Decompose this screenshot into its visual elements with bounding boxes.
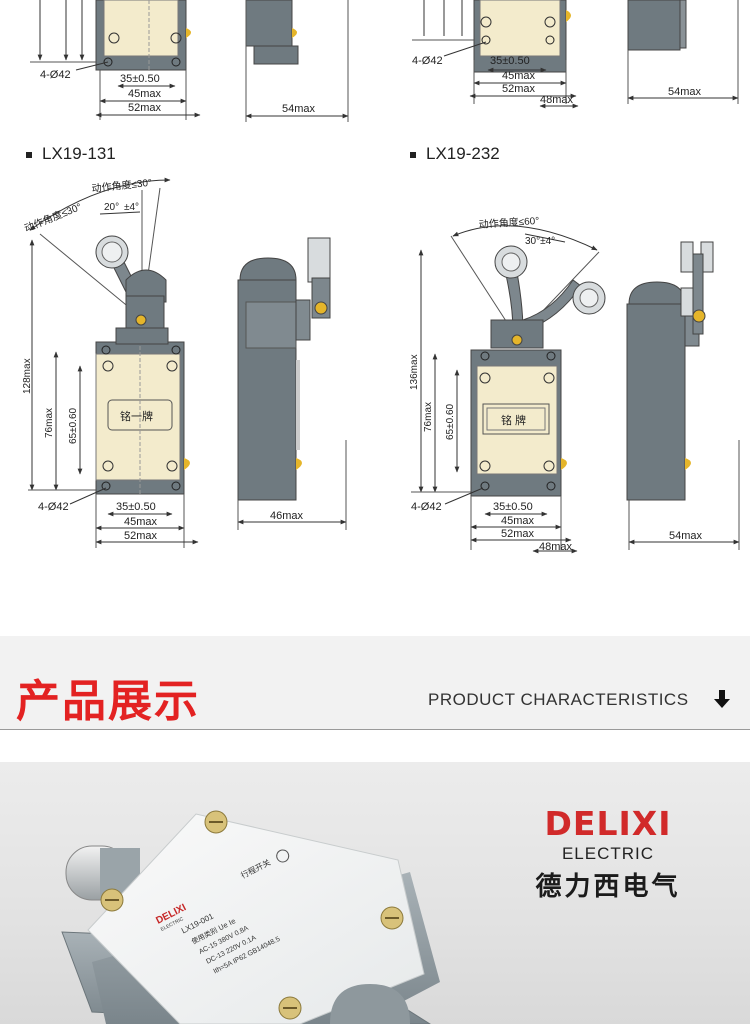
- lx19-232-body: [470, 349, 567, 497]
- model-232-label: LX19-232: [410, 144, 500, 164]
- top-left-45: 45max: [128, 88, 162, 100]
- lx19-232-holes: 4-Ø42: [411, 501, 442, 513]
- top-left-holes: 4-Ø42: [40, 69, 71, 81]
- lx19-131-side-view: [237, 237, 347, 530]
- model-131-label: LX19-131: [26, 144, 116, 164]
- lx19-232-dim-54: 54max: [669, 530, 703, 542]
- lx19-131-angle-left: 动作角度≤30°: [22, 200, 83, 235]
- lx19-232-drawing: 动作角度≤60° 30°±4° 136max 76max 65±0.60 铭 牌…: [409, 214, 740, 554]
- top-left-35: 35±0.50: [120, 73, 160, 85]
- lx19-131-dim-52: 52max: [124, 530, 158, 542]
- section-subtitle: PRODUCT CHARACTERISTICS: [428, 690, 689, 709]
- lx19-232-angle-30: 30°±4°: [525, 236, 555, 247]
- section-divider: [0, 729, 750, 730]
- lx19-232-lever: [490, 245, 606, 349]
- model-232-label-text: LX19-232: [426, 144, 500, 163]
- top-left-54: 54max: [282, 103, 316, 115]
- lx19-131-angle-4: ±4°: [124, 202, 139, 213]
- lx19-232-plate: 铭 牌: [501, 413, 526, 427]
- brand-sub: ELECTRIC: [561, 844, 655, 863]
- top-left-52: 52max: [128, 102, 162, 114]
- lx19-232-dim-136: 136max: [409, 354, 420, 390]
- lx19-232-dim-48: 48max: [539, 541, 573, 553]
- brand-logo: DELIXI ELECTRIC 德力西电气: [518, 806, 698, 903]
- lx19-232-dim-76: 76max: [423, 402, 434, 432]
- top-right-35: 35±0.50: [490, 55, 530, 67]
- lx19-232-angle: 动作角度≤60°: [478, 214, 539, 231]
- lx19-131-drawing: 动作角度≤30° 动作角度≤30° 20° ±4° 128max 76max 6…: [22, 176, 347, 548]
- top-drawings: 4-Ø42 35±0.50 45max 52max 54max 4-Ø42 35…: [30, 0, 739, 122]
- lx19-232-dim-45: 45max: [501, 515, 535, 527]
- lx19-131-dim-46: 46max: [270, 510, 304, 522]
- lx19-131-body: [95, 327, 190, 495]
- top-right-45: 45max: [502, 70, 536, 82]
- lx19-232-dim-35: 35±0.50: [493, 501, 533, 513]
- section-title: 产品展示: [16, 676, 200, 727]
- brand-name: DELIXI: [544, 804, 672, 843]
- top-right-48: 48max: [540, 94, 574, 106]
- lx19-131-dim-76: 76max: [44, 408, 55, 438]
- top-right-holes: 4-Ø42: [412, 55, 443, 67]
- lx19-131-dim-128: 128max: [22, 358, 33, 394]
- section-band: [0, 636, 750, 730]
- lx19-232-side-view: [626, 241, 740, 550]
- lx19-131-holes: 4-Ø42: [38, 501, 69, 513]
- lx19-131-dim-65: 65±0.60: [68, 407, 79, 444]
- top-right-switch: [412, 0, 579, 109]
- lx19-131-angle-20: 20°: [104, 202, 119, 213]
- product-photo: DELIXI ELECTRIC LX19-001 行程开关 使用类别 Ue Ie…: [0, 762, 750, 1024]
- brand-cn: 德力西电气: [535, 872, 681, 902]
- lx19-232-dim-52: 52max: [501, 528, 535, 540]
- lx19-131-dim-45: 45max: [124, 516, 158, 528]
- top-left-side-view: [245, 0, 349, 122]
- top-left-switch: [30, 0, 201, 120]
- arrow-down-icon: [714, 690, 730, 708]
- lx19-131-plate: 铭一牌: [120, 409, 153, 423]
- lx19-131-lever: [95, 235, 167, 329]
- lx19-232-dim-65: 65±0.60: [445, 403, 456, 440]
- top-right-side-view: [627, 0, 739, 104]
- lx19-131-angle-right: 动作角度≤30°: [91, 176, 153, 195]
- top-right-52: 52max: [502, 83, 536, 95]
- switch-render: DELIXI ELECTRIC LX19-001 行程开关 使用类别 Ue Ie…: [61, 810, 440, 1024]
- top-right-54: 54max: [668, 86, 702, 98]
- lx19-131-dim-35: 35±0.50: [116, 501, 156, 513]
- model-131-label-text: LX19-131: [42, 144, 116, 163]
